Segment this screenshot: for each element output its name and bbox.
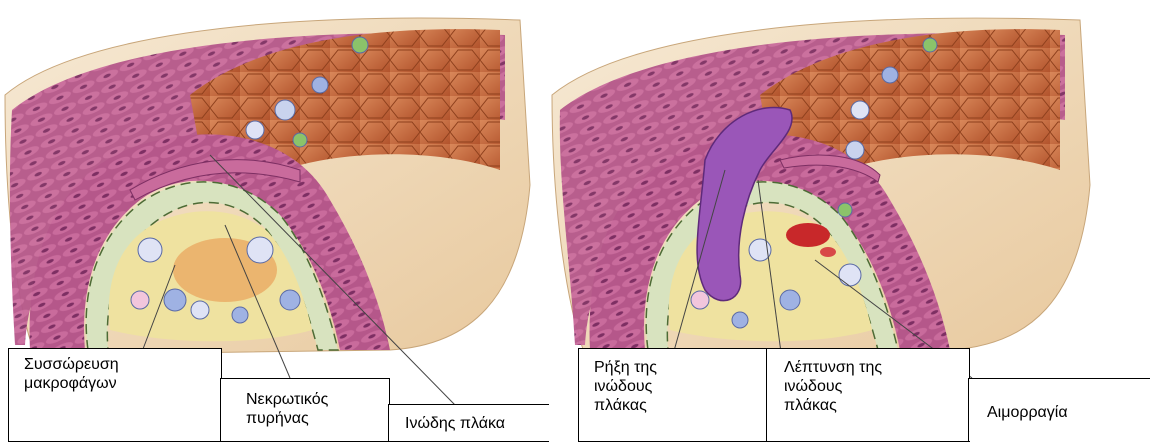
right-hemorrhage	[786, 223, 830, 247]
cell-decoration	[691, 291, 709, 309]
label-macrophage-accumulation: Συσσώρευση μακροφάγων	[24, 355, 119, 393]
cell-decoration	[247, 237, 273, 263]
cell-decoration	[732, 312, 748, 328]
cell-decoration	[191, 301, 209, 319]
cell-decoration	[923, 38, 937, 52]
cell-decoration	[352, 37, 368, 53]
right-artery-cross-section	[552, 18, 1090, 355]
cell-decoration	[131, 291, 149, 309]
cell-decoration	[280, 290, 300, 310]
cell-decoration	[846, 141, 864, 159]
cell-decoration	[839, 264, 861, 286]
cell-decoration	[164, 289, 186, 311]
cell-decoration	[275, 100, 295, 120]
cell-decoration	[138, 238, 162, 262]
label-plaque-thinning: Λέπτυνση της ινώδους πλάκας	[784, 358, 882, 415]
label-fibrous-plaque: Ινώδης πλάκα	[405, 414, 505, 433]
left-artery-cross-section	[5, 18, 530, 355]
cell-decoration	[780, 290, 800, 310]
cell-decoration	[882, 67, 898, 83]
cell-decoration	[232, 307, 248, 323]
right-hemorrhage-cell	[820, 247, 836, 257]
cell-decoration	[293, 133, 307, 147]
cell-decoration	[851, 101, 869, 119]
label-plaque-rupture: Ρήξη της ινώδους πλάκας	[594, 358, 657, 415]
cell-decoration	[312, 77, 328, 93]
cell-decoration	[246, 121, 264, 139]
label-necrotic-core: Νεκρωτικός πυρήνας	[246, 390, 328, 428]
label-hemorrhage: Αιμορραγία	[987, 403, 1068, 422]
cell-decoration	[838, 203, 852, 217]
